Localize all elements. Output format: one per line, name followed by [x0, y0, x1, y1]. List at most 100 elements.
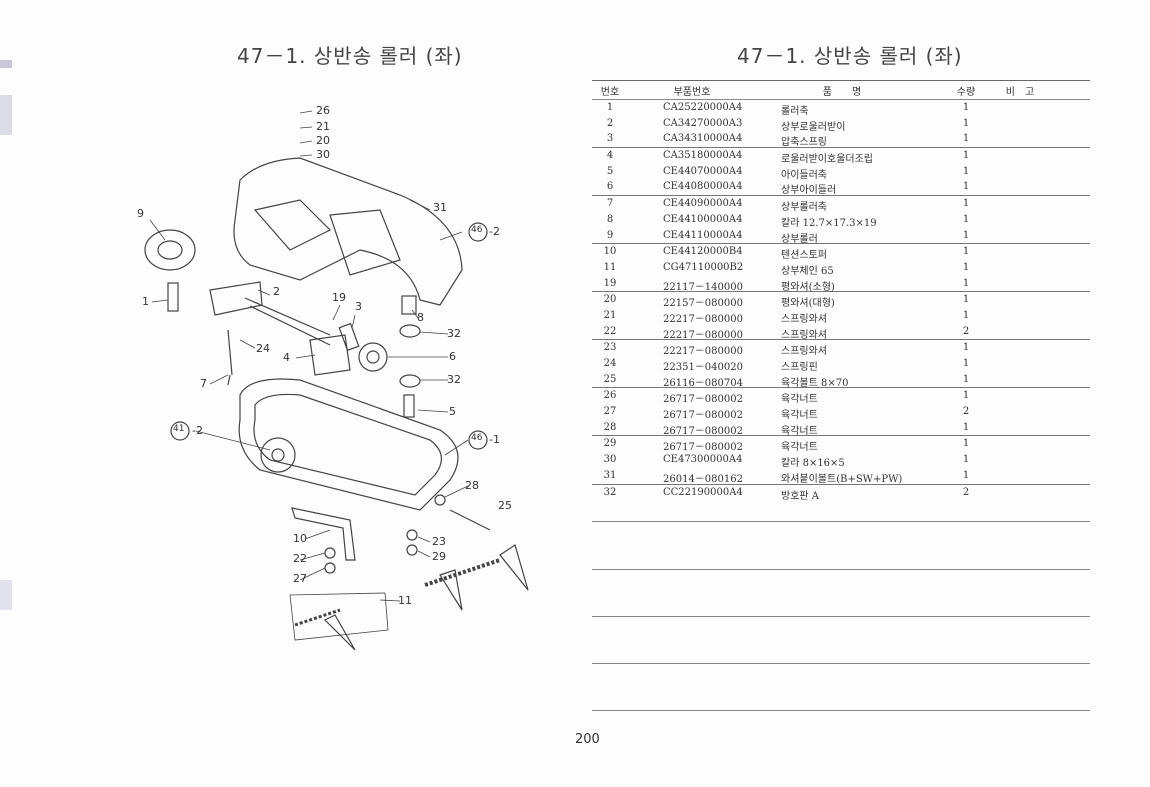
row-number: 24: [603, 358, 617, 369]
part-name: 롤러축: [781, 106, 809, 117]
callout-32-lower: 32: [447, 373, 461, 386]
header-no: 번호: [600, 87, 620, 98]
row-number: 10: [603, 246, 617, 258]
blank-row-line: [592, 663, 1090, 664]
row-number: 20: [603, 294, 617, 306]
part-number: 22217－080000: [663, 346, 743, 358]
quantity: 2: [962, 325, 970, 337]
part-number: 22117－140000: [663, 281, 743, 293]
part-number: 26717－080002: [663, 410, 743, 422]
part-number: CE44080000A4: [663, 181, 743, 193]
row-number: 21: [603, 309, 617, 321]
part-name: 텐션스토퍼: [781, 250, 827, 262]
callout-24: 24: [256, 342, 270, 355]
part-name: 육각너트: [781, 425, 818, 437]
scan-edge-mark: [0, 60, 12, 68]
callout-2: 2: [273, 285, 280, 298]
row-number: 27: [603, 406, 617, 418]
row-number: 2: [606, 117, 614, 129]
part-number: 26014－080162: [663, 473, 743, 485]
quantity: 1: [962, 421, 970, 433]
part-number: CA34270000A3: [663, 117, 743, 129]
callout-9: 9: [137, 207, 144, 220]
row-number: 28: [603, 421, 617, 433]
quantity: 1: [962, 229, 970, 241]
part-name: 육각너트: [781, 394, 818, 406]
part-number: 26116－080704: [663, 377, 743, 389]
quantity: 1: [962, 373, 970, 385]
part-name: 칼라 12.7×17.3×19: [781, 217, 877, 229]
row-number: 32: [603, 486, 617, 498]
callout-5: 5: [449, 405, 456, 418]
quantity: 1: [962, 390, 970, 402]
callout-1: 1: [142, 295, 149, 308]
right-page-title: 47－1. 상반송 롤러 (좌): [737, 44, 963, 68]
part-name: 상부롤러: [781, 233, 818, 245]
part-name: 상부로울러받이: [781, 121, 846, 133]
quantity: 1: [962, 165, 970, 177]
part-number: 22217－080000: [663, 329, 743, 341]
callout-46-suffix: -2: [489, 225, 500, 238]
part-name: 상부아이들러: [781, 185, 837, 197]
part-number: CE47300000A4: [663, 454, 743, 466]
callout-22: 22: [293, 552, 307, 565]
row-number: 29: [603, 438, 617, 450]
callout-46-circle-lower: 46: [471, 433, 483, 443]
callout-41-suffix: -2: [192, 424, 203, 437]
part-number: CA34310000A4: [663, 133, 743, 145]
part-number: 26717－080002: [663, 442, 743, 454]
callout-8: 8: [417, 311, 424, 324]
blank-row-line: [592, 710, 1090, 711]
callout-46-suffix-lower: -1: [489, 433, 500, 446]
part-name: 육각너트: [781, 410, 818, 422]
part-number: CE44090000A4: [663, 198, 743, 210]
row-number: 26: [603, 390, 617, 402]
callout-26: 26: [316, 104, 330, 117]
callout-25: 25: [498, 499, 512, 512]
callout-21: 21: [316, 120, 330, 133]
row-number: 1: [606, 102, 614, 113]
callout-28: 28: [465, 479, 479, 492]
row-number: 5: [606, 165, 614, 177]
quantity: 1: [962, 294, 970, 306]
part-name: 스프링와셔: [781, 329, 827, 341]
quantity: 1: [962, 454, 970, 466]
callout-11: 11: [398, 594, 412, 607]
quantity: 1: [962, 261, 970, 273]
blank-row-line: [592, 521, 1090, 522]
callout-19: 19: [332, 291, 346, 304]
part-number: CE44070000A4: [663, 165, 743, 177]
quantity: 1: [962, 213, 970, 225]
callout-46-circle: 46: [471, 225, 483, 235]
blank-row-line: [592, 616, 1090, 617]
row-number: 7: [606, 198, 614, 210]
quantity: 1: [962, 469, 970, 481]
scan-edge-mark: [0, 580, 12, 610]
quantity: 1: [962, 309, 970, 321]
callout-7: 7: [200, 377, 207, 390]
row-number: 19: [603, 277, 617, 289]
part-number: CG47110000B2: [663, 261, 744, 273]
part-number: CA35180000A4: [663, 150, 743, 162]
part-number: CE44100000A4: [663, 213, 743, 225]
row-number: 3: [606, 133, 614, 145]
callout-20: 20: [316, 134, 330, 147]
